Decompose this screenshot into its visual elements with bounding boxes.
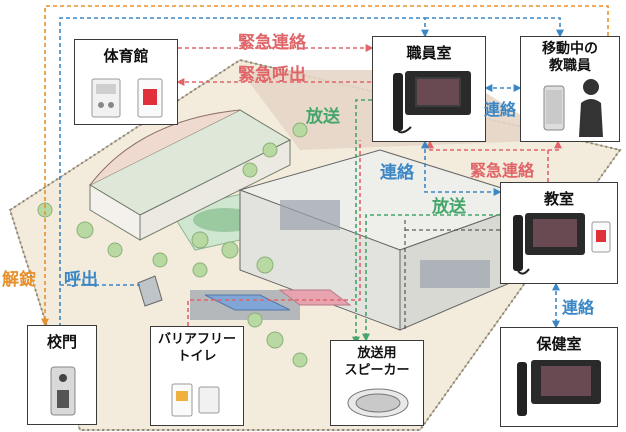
barrier-free-toilet-box: バリアフリー トイレ — [150, 326, 244, 426]
smartphone-icon — [543, 85, 565, 131]
mobile-staff-label: 移動中の 教職員 — [542, 41, 598, 74]
emergency-contact-label: 緊急連絡 — [238, 33, 306, 53]
gate-intercom-icon — [50, 366, 76, 416]
emergency-contact-classroom-label: 緊急連絡 — [470, 161, 535, 180]
call-label: 呼出 — [64, 270, 98, 290]
emergency-call-label: 緊急呼出 — [238, 65, 306, 85]
health-room-box: 保健室 — [500, 327, 618, 427]
barrier-free-toilet-label: バリアフリー トイレ — [157, 332, 236, 364]
flow-lines — [41, 5, 609, 345]
video-monitor-icon — [517, 360, 601, 416]
contact-label-health: 連絡 — [562, 298, 595, 317]
video-monitor-icon — [513, 213, 585, 275]
school-gate-label: 校門 — [46, 333, 77, 351]
trees — [37, 122, 308, 368]
video-monitor-icon — [393, 71, 471, 134]
contact-label-classroom: 連絡 — [380, 163, 414, 183]
gym-building — [88, 109, 292, 241]
health-room-label: 保健室 — [536, 335, 582, 353]
staff-room-label: 職員室 — [406, 44, 452, 62]
emergency-button-icon — [137, 78, 163, 118]
gate-booth — [137, 275, 163, 307]
toilet-call-button-icon — [171, 383, 220, 417]
pa-speaker-box: 放送用 スピーカー — [330, 340, 424, 426]
intercom-panel-icon — [91, 78, 121, 118]
contact-label-mobile: 連絡 — [484, 100, 517, 119]
broadcast-label-left: 放送 — [306, 107, 340, 127]
classroom-box: 教室 — [500, 182, 618, 284]
unlock-label: 解錠 — [2, 270, 36, 290]
staff-room-box: 職員室 — [372, 36, 486, 142]
staff-silhouette-icon — [579, 79, 603, 137]
emergency-button-icon — [591, 221, 611, 253]
school-gate-box: 校門 — [27, 325, 97, 425]
mobile-staff-box: 移動中の 教職員 — [520, 36, 620, 142]
ceiling-speaker-icon — [347, 388, 409, 418]
pa-speaker-label: 放送用 スピーカー — [344, 346, 410, 378]
classroom-label: 教室 — [543, 190, 574, 208]
gym-box: 体育館 — [74, 39, 178, 125]
gym-label: 体育館 — [103, 47, 149, 65]
broadcast-label-mid: 放送 — [432, 197, 466, 217]
